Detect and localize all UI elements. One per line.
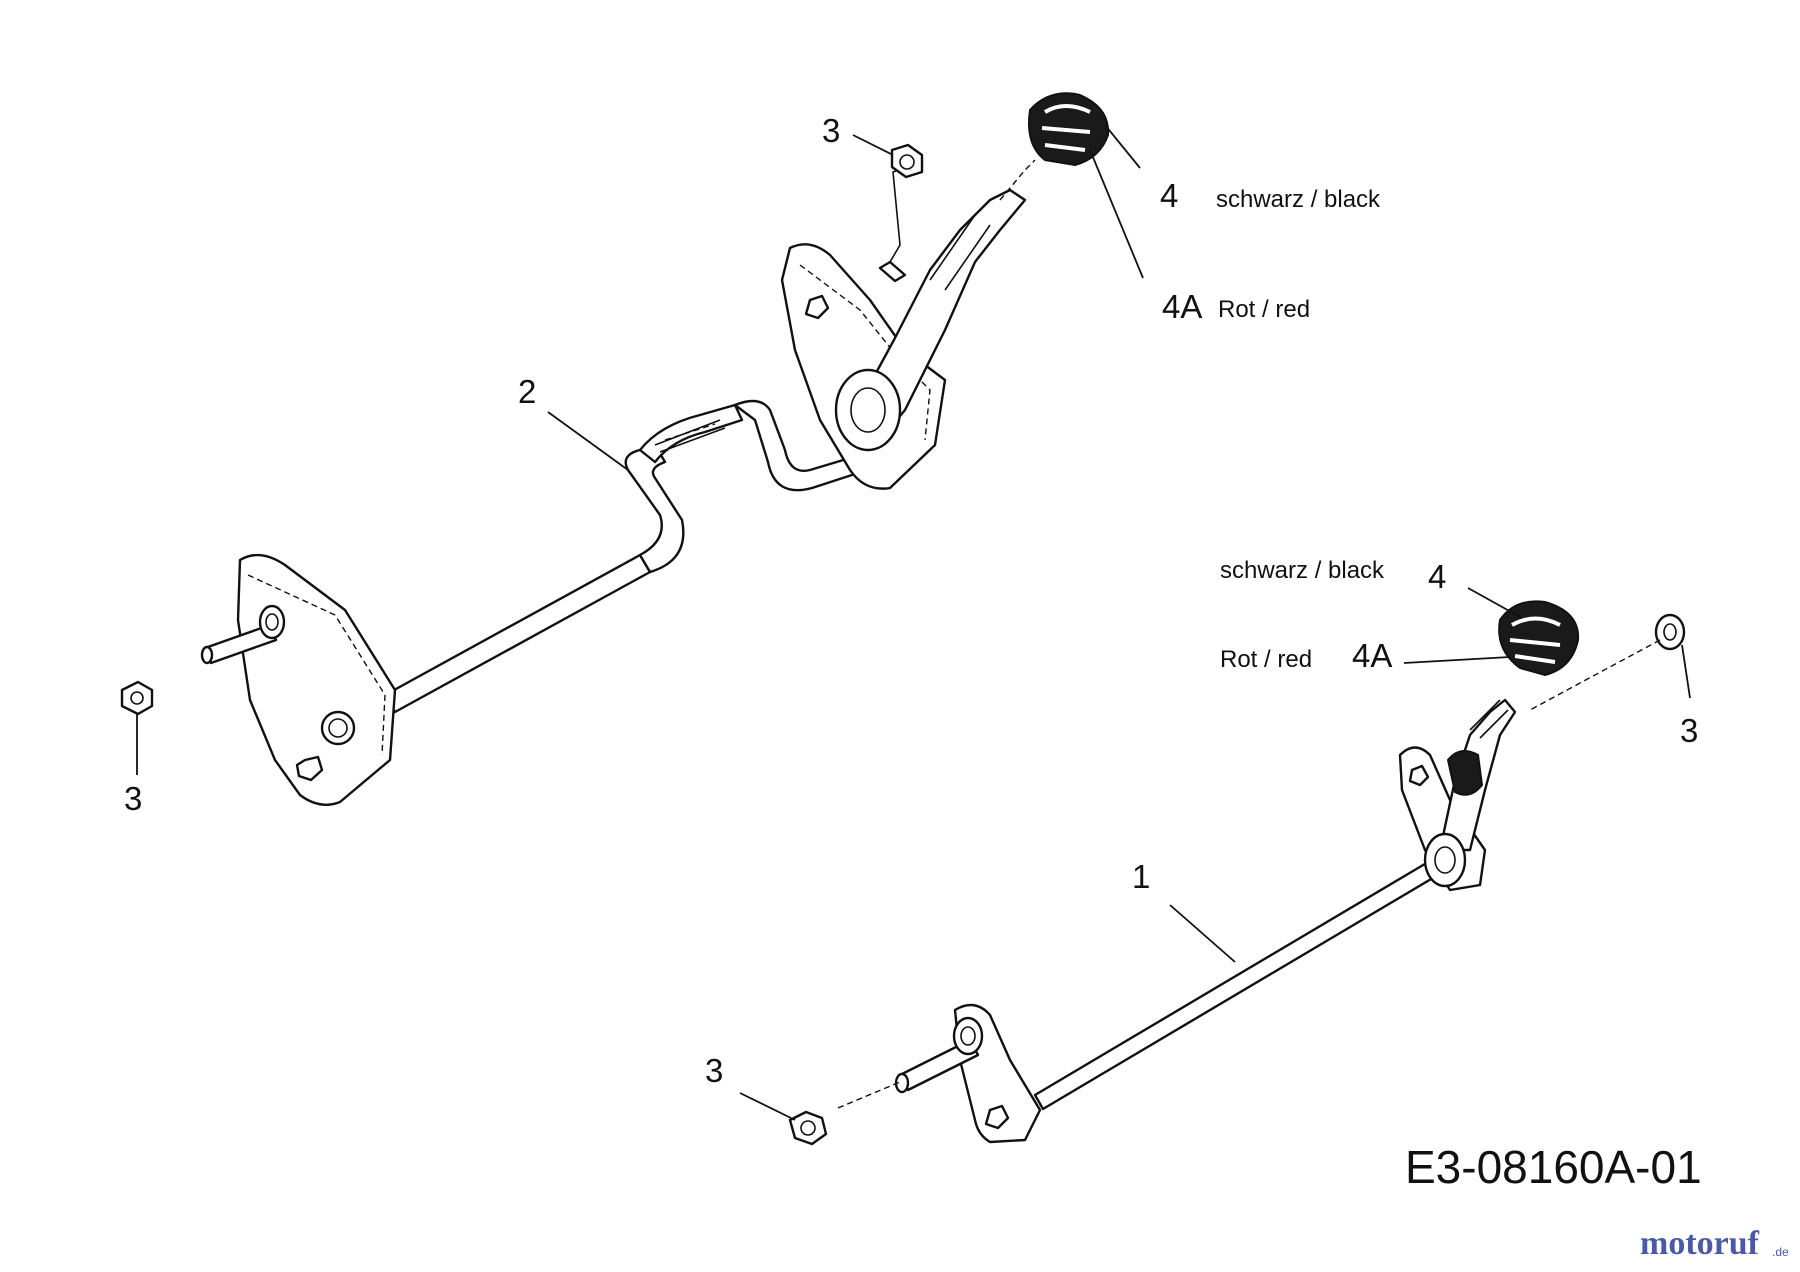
watermark-suffix: .de — [1772, 1245, 1789, 1259]
label-part-3-left: 3 — [124, 780, 142, 817]
nut-3-left — [120, 680, 154, 716]
nut-3-top — [890, 143, 924, 179]
label-part-4-top: 4 — [1160, 177, 1178, 214]
grip-knob-4-top — [1028, 92, 1110, 167]
label-part-3-bottom: 3 — [705, 1052, 723, 1089]
watermark-brand: motoruf — [1640, 1225, 1760, 1262]
axle-assembly-1 — [894, 698, 1517, 1144]
label-color-red-right: Rot / red — [1220, 646, 1312, 673]
label-color-black-top: schwarz / black — [1216, 186, 1381, 213]
axle-assembly-2 — [200, 159, 1036, 806]
leader-lines — [136, 124, 1691, 1121]
label-part-1: 1 — [1132, 858, 1150, 895]
nut-3-bottom — [788, 1110, 828, 1146]
label-part-4-right: 4 — [1428, 558, 1446, 595]
motoruf-logo: motoruf .de — [1640, 1225, 1789, 1262]
label-part-3-top: 3 — [822, 112, 840, 149]
nut-3-right — [1654, 613, 1686, 651]
label-part-4a-right: 4A — [1352, 637, 1392, 674]
label-part-3-right: 3 — [1680, 712, 1698, 749]
drawing-code: E3-08160A-01 — [1405, 1141, 1702, 1193]
label-part-4a-top: 4A — [1162, 288, 1202, 325]
grip-knob-4-right — [1498, 600, 1580, 677]
label-color-red-top: Rot / red — [1218, 296, 1310, 323]
label-part-2: 2 — [518, 373, 536, 410]
label-color-black-right: schwarz / black — [1220, 557, 1385, 584]
